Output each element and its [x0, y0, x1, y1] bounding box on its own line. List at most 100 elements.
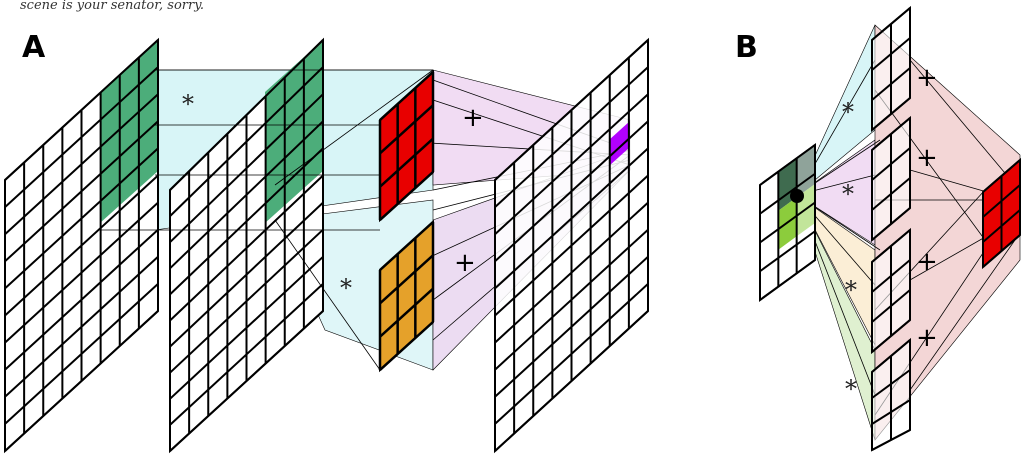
- grid-row-line: [169, 120, 324, 270]
- grid-row-line: [4, 147, 159, 290]
- panel-b-label: B: [735, 30, 758, 65]
- grid-row-line: [379, 321, 434, 371]
- convolve-operator-bottom: *: [340, 274, 352, 302]
- grid-row-line: [871, 147, 911, 181]
- grid-row-line: [494, 256, 649, 398]
- grid-row-line: [4, 256, 159, 398]
- panel-a-label: A: [22, 30, 46, 65]
- grid-row-line: [759, 172, 816, 215]
- grid-row-line: [169, 66, 324, 217]
- grid-row-line: [4, 283, 159, 425]
- grid-row-line: [4, 39, 159, 181]
- grid-row-line: [169, 201, 324, 348]
- b-convolve-2: *: [842, 180, 854, 208]
- grid-row-line: [4, 120, 159, 263]
- grid-row-line: [494, 310, 649, 452]
- grid-row-line: [871, 339, 911, 373]
- grid-row-line: [494, 120, 649, 263]
- panel-b: B * * * * + + + +: [735, 5, 1021, 452]
- b-kernel-4: [871, 337, 911, 452]
- grid-row-line: [871, 97, 911, 131]
- b-kernel-1-lines: [871, 7, 911, 131]
- red-kernel-lines: [378, 71, 435, 221]
- b-kernel-2: [871, 115, 911, 243]
- output-pixel: [609, 121, 630, 166]
- b-kernel-3-lines: [871, 229, 911, 353]
- grid-row-line: [169, 93, 324, 243]
- grid-row-line: [494, 228, 649, 371]
- grid-row-line: [169, 39, 324, 191]
- grid-row-line: [379, 71, 434, 121]
- grid-row-line: [871, 229, 911, 263]
- top-caption: scene is your senator, sorry.: [20, 0, 204, 13]
- grid-row-line: [379, 221, 434, 271]
- grid-row-line: [871, 7, 911, 41]
- grid-row-line: [871, 259, 911, 293]
- grid-row-line: [169, 283, 324, 426]
- grid-row-line: [759, 230, 816, 273]
- grid-row-line: [169, 174, 324, 322]
- grid-row-line: [379, 287, 434, 338]
- orange-kernel: [378, 219, 435, 373]
- grid-row-line: [871, 67, 911, 101]
- grid-row-line: [494, 147, 649, 290]
- b-sum-3: +: [916, 247, 938, 277]
- b-input-grid-lines: [759, 144, 816, 301]
- grid-row-line: [494, 201, 649, 344]
- grid-row-line: [871, 369, 911, 399]
- grid-row-line: [871, 207, 911, 241]
- sum-operator-bottom: +: [454, 248, 476, 278]
- grid-row-line: [871, 177, 911, 211]
- input-grid-copy-lines: [169, 39, 324, 452]
- b-convolve-1: *: [842, 98, 854, 126]
- grid-row-line: [982, 184, 1021, 218]
- grid-row-line: [871, 399, 911, 425]
- grid-row-line: [871, 319, 911, 353]
- output-grid: [494, 37, 649, 454]
- b-sum-4: +: [916, 323, 938, 353]
- input-copy-highlight-patch: [265, 40, 323, 223]
- grid-row-line: [494, 93, 649, 235]
- input-highlight-patch: [100, 40, 158, 223]
- b-sum-1: +: [916, 63, 938, 93]
- grid-row-line: [379, 104, 434, 155]
- b-kernel-3: [871, 227, 911, 355]
- b-output-red-lines: [982, 159, 1021, 268]
- grid-row-line: [982, 159, 1021, 193]
- grid-row-line: [379, 137, 434, 188]
- b-input-grid: [759, 143, 816, 302]
- grid-row-line: [871, 37, 911, 71]
- grid-row-line: [379, 171, 434, 221]
- grid-row-line: [169, 228, 324, 374]
- grid-row-line: [759, 259, 816, 301]
- b-kernel-2-lines: [871, 117, 911, 241]
- grid-row-line: [379, 254, 434, 305]
- grid-row-line: [4, 66, 159, 208]
- b-convolve-4: *: [845, 375, 857, 403]
- grid-row-line: [759, 201, 816, 244]
- grid-row-line: [4, 228, 159, 371]
- orange-kernel-lines: [378, 221, 435, 371]
- red-kernel: [378, 69, 435, 223]
- grid-row-line: [982, 234, 1021, 268]
- output-grid-lines: [494, 39, 649, 452]
- input-grid-copy: [169, 37, 324, 454]
- grid-row-line: [494, 66, 649, 208]
- grid-row-line: [4, 174, 159, 317]
- sum-operator-top: +: [462, 103, 484, 133]
- b-output-red: [982, 157, 1021, 270]
- grid-row-line: [169, 256, 324, 400]
- grid-row-line: [4, 201, 159, 344]
- b-kernel-4-lines: [871, 339, 911, 451]
- grid-row-line: [494, 283, 649, 425]
- grid-row-line: [494, 39, 649, 181]
- grid-row-line: [759, 144, 816, 186]
- grid-row-line: [871, 429, 911, 451]
- grid-row-line: [871, 289, 911, 323]
- grid-row-line: [871, 117, 911, 151]
- b-sum-2: +: [916, 143, 938, 173]
- grid-row-line: [4, 93, 159, 235]
- input-grid-lines: [4, 39, 159, 452]
- grid-row-line: [169, 147, 324, 296]
- b-kernel-1: [871, 5, 911, 133]
